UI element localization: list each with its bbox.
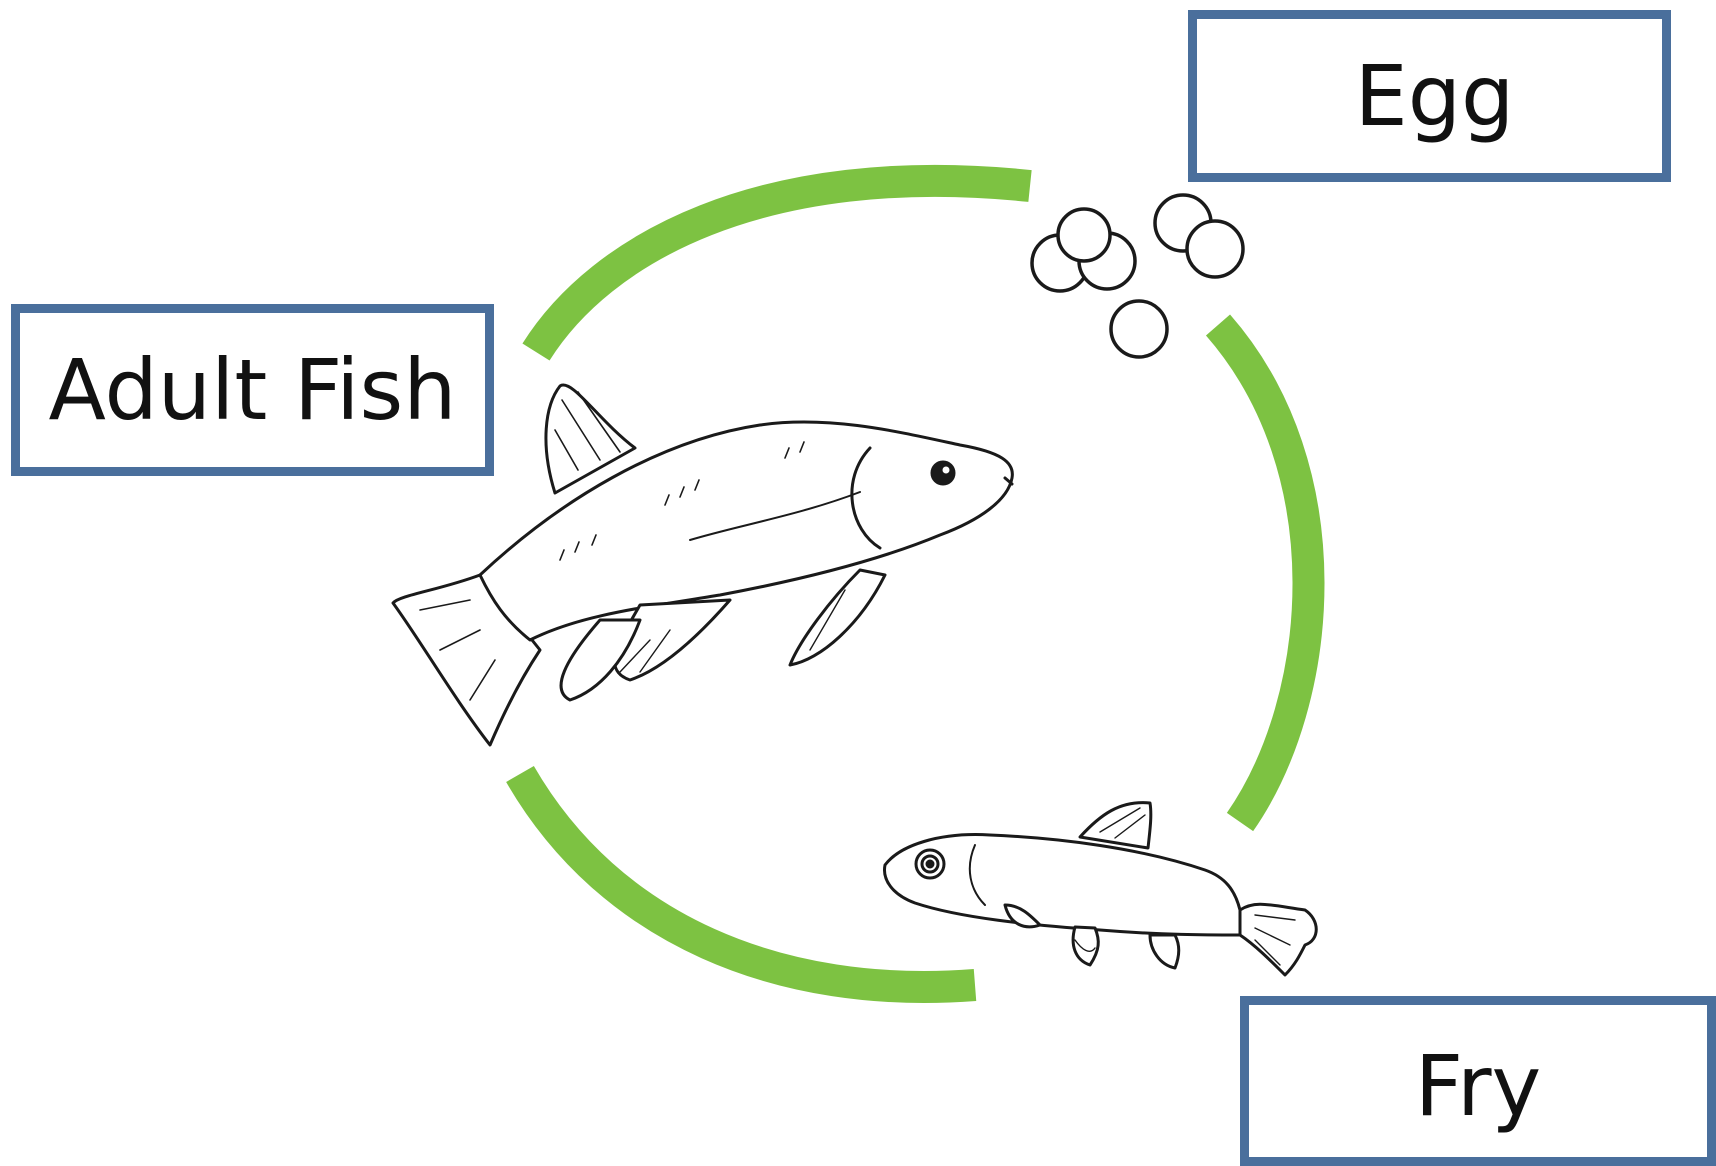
stage-label-adult-fish: Adult Fish	[48, 348, 456, 432]
stage-label-egg: Egg	[1345, 54, 1515, 138]
stage-label-fry: Fry	[1415, 1034, 1541, 1128]
stage-box-fry: Fry	[1240, 996, 1716, 1166]
arc-adult-to-egg	[536, 181, 1030, 352]
stage-box-egg: Egg	[1188, 10, 1671, 182]
arc-egg-to-fry	[1218, 325, 1309, 822]
stage-box-adult-fish: Adult Fish	[11, 304, 494, 476]
